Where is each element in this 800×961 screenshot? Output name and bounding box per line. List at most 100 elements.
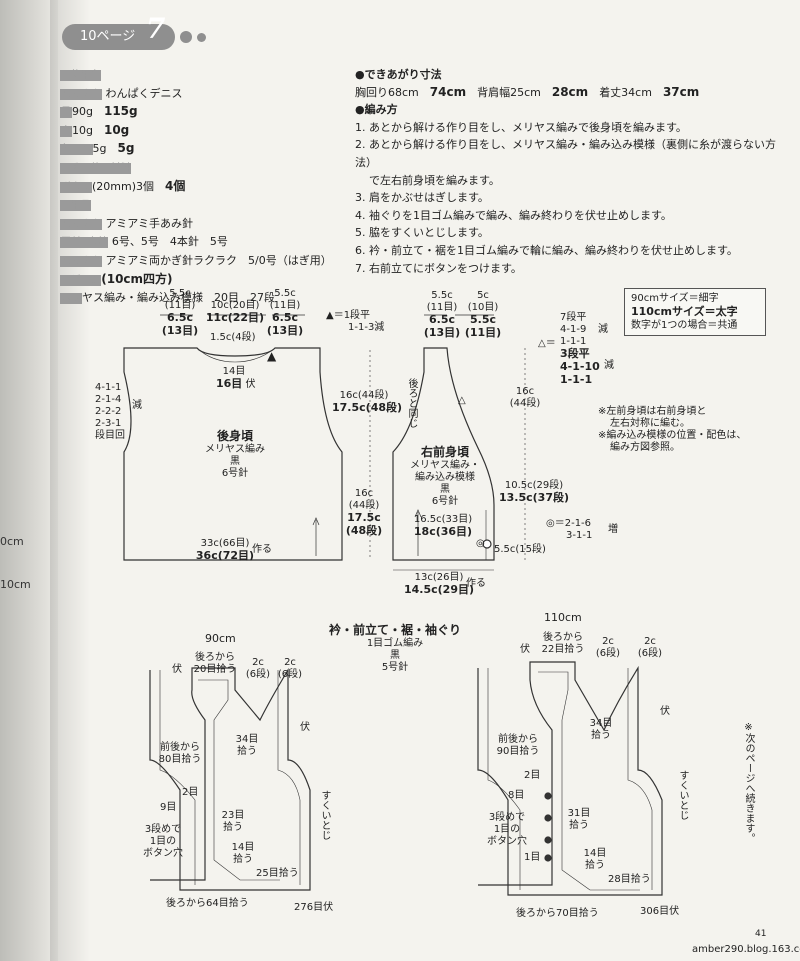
cast-on: 作る <box>252 544 272 555</box>
bind-off: 伏 <box>660 706 670 717</box>
trim-90-outline <box>149 667 311 891</box>
pickup-23: 23目拾う <box>221 810 245 833</box>
back-length: 16c(44段)17.5c(48段) <box>345 488 383 537</box>
step: 1. あとから解ける作り目をし、メリヤス編みで後身頃を編みます。 <box>355 120 687 134</box>
mark-9: 9目 <box>160 802 177 813</box>
size-110-label: 110cm <box>544 611 582 624</box>
cast-on: 作る <box>466 578 486 589</box>
band-width: 2c(6段) <box>637 636 663 659</box>
same-as-back: 後ろと同じ <box>406 378 417 428</box>
material-line: ボタン(20mm)3個 4個 <box>60 178 186 193</box>
materials-list: ■使用糸 ハマナカ わんぱくデニス 黒90g 115g 白10g 10g 灰(5… <box>60 66 340 308</box>
triangle-mark: ▲ <box>267 349 277 363</box>
size-90-label: 90cm <box>205 632 236 645</box>
decrease-label: 減 <box>598 324 608 335</box>
side-seam: すくいとじ <box>319 790 330 840</box>
front-shoulder: 5.5c(11目)6.5c(13目) <box>423 290 461 339</box>
pattern-number: 7 <box>145 12 166 45</box>
button-mark <box>482 539 492 549</box>
gutter-shadow <box>50 0 90 961</box>
edge-text: 10cm <box>0 578 31 591</box>
bind-off: 伏 <box>300 722 310 733</box>
bottom-pickup: 後ろから64目拾う <box>166 898 249 909</box>
book-gutter <box>0 0 58 961</box>
header-dot <box>197 32 207 42</box>
back-body-outline <box>123 347 343 561</box>
back-neck-width: 10c(20目)11c(22目) <box>205 300 265 324</box>
pickup-34: 34目拾う <box>235 734 259 757</box>
step: 4. 袖ぐりを1目ゴム編みで編み、編み終わりを伏せ止めします。 <box>355 208 672 222</box>
mark-2: 2目 <box>524 770 541 781</box>
side-seam: すくいとじ <box>677 770 688 820</box>
step: 2. あとから解ける作り目をし、メリヤス編み・編み込み模様（裏側に糸が渡らない方… <box>355 138 776 169</box>
front-bottom-band: 5.5c(15段) <box>494 544 546 555</box>
material-line: ハマナカ アミアミ両かぎ針ラクラク 5/0号（はぎ用） <box>60 253 332 267</box>
band-width: 2c(6段) <box>245 657 271 680</box>
finished-size: 胸回り68cm 74cm 背肩幅25cm 28cm 着丈34cm 37cm <box>355 84 700 99</box>
pickup-34: 34目拾う <box>589 718 613 741</box>
front-width: 16.5c(33目)18c(36目) <box>413 514 473 538</box>
step: 6. 衿・前立て・裾を1目ゴム編みで輪に編み、編み終わりを伏せ止めします。 <box>355 243 738 257</box>
material-line: 灰(54)5g 5g <box>60 141 135 156</box>
page-header: 10ページ 7 <box>62 15 207 50</box>
source-url: amber290.blog.163.com <box>692 944 800 955</box>
section-heading: ●編み方 <box>355 103 398 117</box>
material-line: ■使用糸 <box>60 70 102 81</box>
back-decrease-label: 減 <box>132 400 142 411</box>
material-line: 玉付2本針 6号、5号 4本針 5号 <box>60 235 228 249</box>
band-width: 2c(6段) <box>277 657 303 680</box>
triangle-note: △＝ <box>538 338 556 349</box>
step: 7. 右前立てにボタンをつけます。 <box>355 261 522 275</box>
material-line: 白10g 10g <box>60 122 130 137</box>
front-body-height: 10.5c(29段)13.5c(37段) <box>498 480 570 504</box>
step: で左右前身頃を編みます。 <box>369 173 500 187</box>
pickup-14: 14目拾う <box>583 848 607 871</box>
header-title: 10ページ <box>80 29 136 44</box>
mark-8: 8目 <box>508 790 525 801</box>
front-notes: ※左前身頃は右前身頃と左右対称に編む。※編み込み模様の位置・配色は、編み方図参照… <box>598 406 747 453</box>
mark-1: 1目 <box>524 852 541 863</box>
material-line: ■その他の材料 <box>60 162 132 174</box>
decrease-label: 減 <box>604 360 614 371</box>
section-heading: ●できあがり寸法 <box>355 68 442 81</box>
step: 3. 肩をかぶせはぎします。 <box>355 191 489 205</box>
mark-2: 2目 <box>182 787 199 798</box>
increase-label: 増 <box>608 524 618 535</box>
material-line: ハマナカ アミアミ手あみ針 <box>60 216 194 230</box>
edge-text: 0cm <box>0 535 24 548</box>
header-pill: 10ページ 7 <box>62 15 176 50</box>
pickup-28: 28目拾う <box>608 874 651 885</box>
front-bottom-width: 13c(26目)14.5c(29目) <box>403 572 475 596</box>
front-shoulder-b: 5c(10目)5.5c(11目) <box>464 290 502 339</box>
circle-mark: ◎ <box>476 538 485 549</box>
bind-off-total: 306目伏 <box>640 906 680 917</box>
back-width: 33c(66目)36c(72目) <box>195 538 255 562</box>
back-armhole-height: 16c(44段)17.5c(48段) <box>332 390 403 414</box>
band-width: 2c(6段) <box>595 636 621 659</box>
bind-off: 伏 <box>520 644 530 655</box>
pickup-14: 14目拾う <box>231 842 255 865</box>
bind-off-total: 276目伏 <box>294 902 334 913</box>
material-line: メリヤス編み・編み込み模様 20目 27段 <box>60 291 275 305</box>
front-armhole-height: 16c(44段) <box>509 386 541 409</box>
header-dot <box>180 31 193 43</box>
triangle-mark: △ <box>458 395 466 406</box>
back-shoulder-left: 5.5c(11目)6.5c(13目) <box>161 288 199 337</box>
material-line: ■ゲージ(10cm四方) <box>60 271 173 286</box>
page-number: 41 <box>755 929 767 939</box>
material-line: ■用具 <box>60 200 92 212</box>
bottom-pickup: 後ろから70目拾う <box>516 908 599 919</box>
